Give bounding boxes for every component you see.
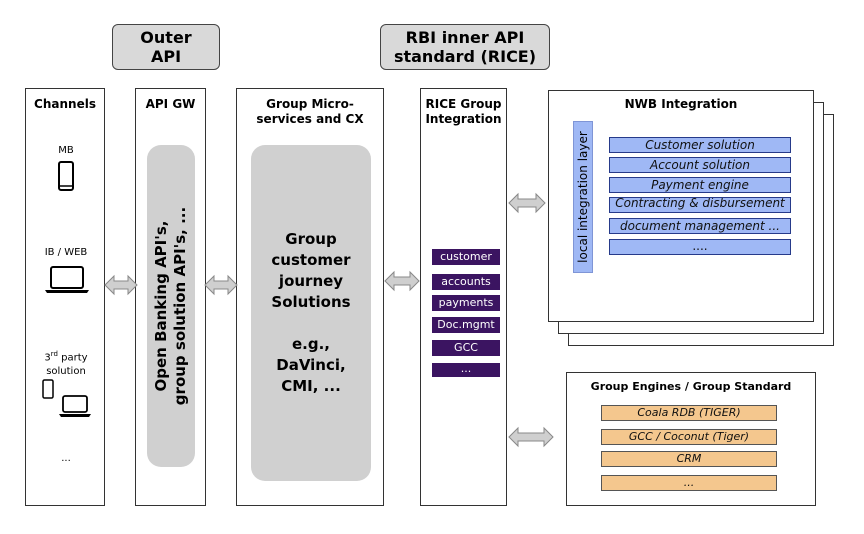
rice-item-gcc: GCC — [432, 340, 500, 356]
api-gw-panel: Open Banking API's, group solution API's… — [147, 145, 195, 467]
group-journey-text: Group customer journey Solutions e.g., D… — [271, 230, 351, 395]
third-party-sup: rd — [50, 350, 58, 358]
third-party-text: party solution — [46, 352, 88, 378]
group-journey-panel: Group customer journey Solutions e.g., D… — [251, 145, 371, 481]
nwb-panel: NWB Integration local integration layer … — [548, 90, 814, 322]
double-arrow-icon — [384, 270, 420, 292]
rice-group-title: RICE Group Integration — [425, 97, 502, 126]
nwb-item-more: .... — [609, 239, 791, 255]
engine-item-coala: Coala RDB (TIGER) — [601, 405, 777, 421]
open-banking-apis-text: Open Banking API's, group solution API's… — [152, 206, 189, 406]
api-gw-column: API GW Open Banking API's, group solutio… — [135, 88, 206, 506]
channels-column: Channels MB IB / WEB 3rd party solution … — [25, 88, 105, 506]
nwb-item-payment-engine: Payment engine — [609, 177, 791, 193]
channel-more: ... — [61, 453, 71, 464]
double-arrow-icon — [104, 274, 138, 296]
nwb-item-account-solution: Account solution — [609, 157, 791, 173]
group-micro-column: Group Micro- services and CX Group custo… — [236, 88, 384, 506]
engine-item-more: ... — [601, 475, 777, 491]
group-micro-title: Group Micro- services and CX — [256, 97, 364, 126]
group-engines-title: Group Engines / Group Standard — [590, 380, 792, 393]
nwb-item-document-management: document management ... — [609, 218, 791, 234]
rice-item-customer: customer — [432, 249, 500, 265]
engine-item-crm: CRM — [601, 451, 777, 467]
group-engines-panel: Group Engines / Group Standard Coala RDB… — [566, 372, 816, 506]
double-arrow-icon — [508, 426, 554, 448]
rice-item-doc-mgmt: Doc.mgmt — [432, 317, 500, 333]
double-arrow-icon — [204, 274, 238, 296]
mobile-phone-icon — [58, 161, 74, 191]
nwb-title: NWB Integration — [624, 97, 738, 111]
local-integration-layer: local integration layer — [573, 121, 593, 273]
local-integration-layer-label: local integration layer — [576, 131, 590, 263]
channels-title: Channels — [34, 97, 96, 111]
outer-api-label: Outer API — [140, 28, 192, 66]
laptop-icon — [59, 395, 91, 417]
rice-item-payments: payments — [432, 295, 500, 311]
channel-third-party-label: 3rd party solution — [26, 347, 106, 379]
nwb-item-contracting: Contracting & disbursement — [609, 197, 791, 213]
outer-api-header: Outer API — [112, 24, 220, 70]
double-arrow-icon — [508, 192, 546, 214]
rice-header-label: RBI inner API standard (RICE) — [393, 28, 537, 66]
third-party-number: 3 — [44, 352, 51, 364]
engine-item-gcc: GCC / Coconut (Tiger) — [601, 429, 777, 445]
channel-mb-label: MB — [58, 145, 74, 156]
api-gw-title: API GW — [145, 97, 196, 111]
nwb-item-customer-solution: Customer solution — [609, 137, 791, 153]
mobile-phone-icon — [42, 379, 54, 399]
rice-header: RBI inner API standard (RICE) — [380, 24, 550, 70]
rice-item-accounts: accounts — [432, 274, 500, 290]
laptop-icon — [45, 266, 89, 293]
rice-item-more: ... — [432, 363, 500, 377]
channel-ib-web-label: IB / WEB — [44, 247, 88, 258]
rice-group-column: RICE Group Integration customer accounts… — [420, 88, 507, 506]
